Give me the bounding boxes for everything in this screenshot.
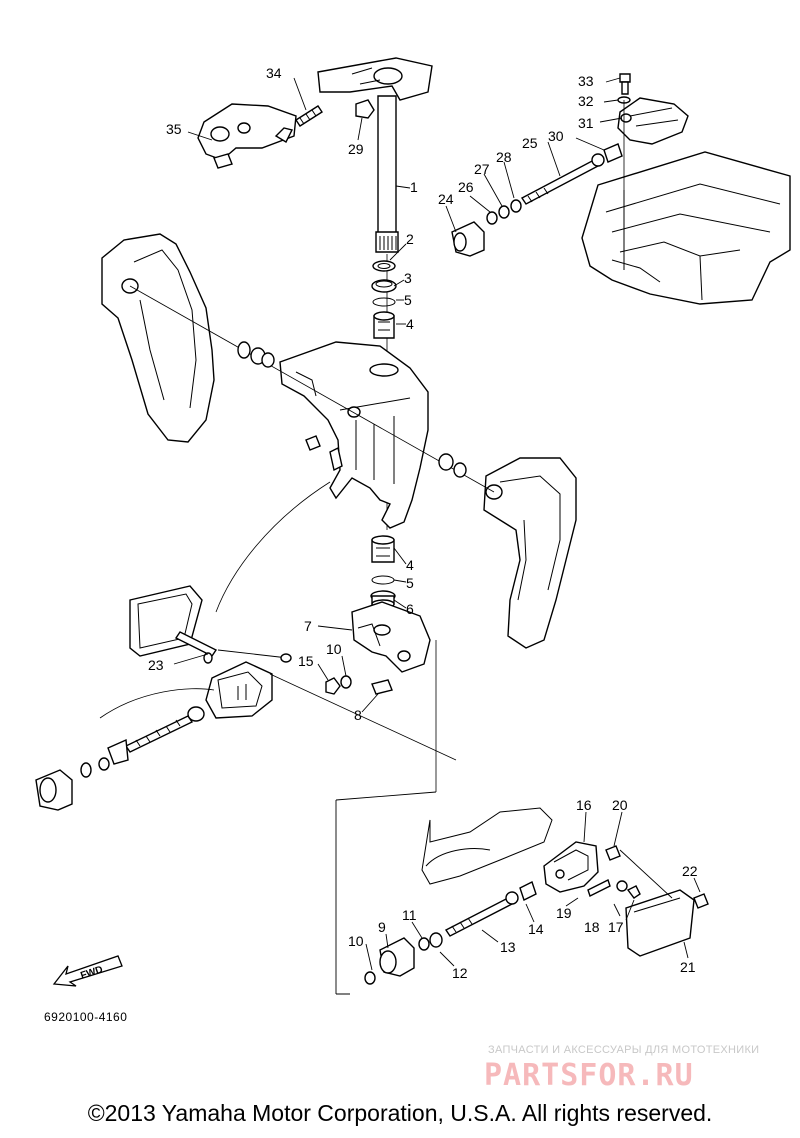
callout-10a: 10: [326, 641, 342, 657]
callout-25: 25: [522, 135, 538, 151]
diagram-code: 6920100-4160: [44, 1010, 128, 1024]
tilt-washers-right-part: [438, 453, 467, 478]
watermark-logo: PARTSFOR.RU: [484, 1058, 694, 1093]
washers-26-28-part: [486, 199, 522, 225]
callout-34: 34: [266, 65, 282, 81]
bushing-6-part: [370, 590, 396, 609]
callout-19: 19: [556, 905, 572, 921]
steering-arm-part: [317, 57, 433, 101]
callout-1: 1: [410, 179, 418, 195]
oring-5-part: [372, 297, 396, 307]
callout-29: 29: [348, 141, 364, 157]
watermark-tagline: ЗАПЧАСТИ И АКСЕССУАРЫ ДЛЯ МОТОТЕХНИКИ: [488, 1044, 760, 1056]
bolt-33-part: [619, 73, 631, 95]
washer-10a-part: [340, 675, 352, 689]
bolt-19-part: [587, 879, 611, 897]
circlip-8-part: [371, 679, 393, 695]
callout-27: 27: [474, 161, 490, 177]
callout-10b: 10: [348, 933, 364, 949]
callout-33: 33: [578, 73, 594, 89]
oring-5b-part: [371, 575, 395, 585]
callout-12: 12: [452, 965, 468, 981]
cushion-mount-left-part: [35, 738, 129, 811]
callout-21: 21: [680, 959, 696, 975]
callout-5b: 5: [406, 575, 414, 591]
callout-13: 13: [500, 939, 516, 955]
callout-3: 3: [404, 270, 412, 286]
copyright-notice: ©2013 Yamaha Motor Corporation, U.S.A. A…: [87, 1100, 713, 1126]
lower-mount-housing-part: [351, 601, 431, 673]
callout-23: 23: [148, 657, 164, 673]
callout-20: 20: [612, 797, 628, 813]
callout-35: 35: [166, 121, 182, 137]
fwd-label: FWD: [79, 964, 104, 982]
clamp-bracket-left-part: [101, 233, 215, 443]
clamp-bracket-right-part: [483, 457, 577, 649]
cap-31-part: [617, 97, 689, 145]
nut-29-part: [355, 99, 375, 119]
callout-7: 7: [304, 618, 312, 634]
callout-8: 8: [354, 707, 362, 723]
callout-6: 6: [406, 601, 414, 617]
callout-32: 32: [578, 93, 594, 109]
nut-17-part: [626, 885, 641, 899]
bolt-20-part: [605, 845, 621, 861]
bushing-2-part: [372, 260, 396, 272]
callout-4a: 4: [406, 316, 414, 332]
collar-14-part: [519, 881, 537, 901]
callout-17: 17: [608, 919, 624, 935]
engine-mount-outline: [581, 151, 791, 305]
callout-labels: 1 2 3 5 4 4 5 6 7 8 10 15 23 34 35 29 24…: [148, 65, 698, 981]
screw-22-part: [693, 893, 709, 909]
callout-4b: 4: [406, 557, 414, 573]
callout-22: 22: [682, 863, 698, 879]
swivel-bracket-part: [279, 341, 429, 529]
callout-5a: 5: [404, 292, 412, 308]
callout-11: 11: [402, 907, 417, 923]
bushing-4b-part: [371, 535, 395, 563]
grease-nipple-part: [305, 435, 343, 472]
cushion-24-part: [451, 221, 485, 257]
callout-14: 14: [528, 921, 544, 937]
friction-plate-part: [197, 103, 297, 161]
forward-arrow-icon: FWD: [52, 955, 123, 987]
callout-16: 16: [576, 797, 592, 813]
bolt-34-part: [295, 105, 323, 127]
bolt-23-part: [174, 631, 292, 664]
callout-28: 28: [496, 149, 512, 165]
bushing-4-part: [373, 311, 395, 339]
nut-35-part: [213, 153, 233, 169]
callout-30: 30: [548, 128, 564, 144]
callout-18: 18: [584, 919, 600, 935]
stopper-16-part: [543, 841, 599, 893]
washer-18-part: [616, 880, 628, 892]
callout-15: 15: [298, 653, 314, 669]
washers-11-12-part: [418, 932, 443, 951]
collar-30-part: [603, 143, 623, 163]
mount-housing-lower-left-part: [205, 661, 273, 719]
callout-24: 24: [438, 191, 454, 207]
callout-2: 2: [406, 231, 414, 247]
bolt-13-part: [444, 891, 519, 937]
bolt-25-part: [520, 153, 605, 205]
plate-21-part: [625, 889, 695, 957]
leader-lines: [173, 77, 701, 971]
washer-10b-part: [364, 971, 376, 985]
cushion-9-part: [379, 937, 415, 977]
tilt-washers-left-part: [237, 341, 275, 368]
bushing-3-part: [371, 279, 397, 293]
callout-26: 26: [458, 179, 474, 195]
stay-bolt-part: [124, 706, 205, 753]
nut-15-part: [325, 677, 341, 695]
callout-9: 9: [378, 919, 386, 935]
callout-31: 31: [578, 115, 594, 131]
